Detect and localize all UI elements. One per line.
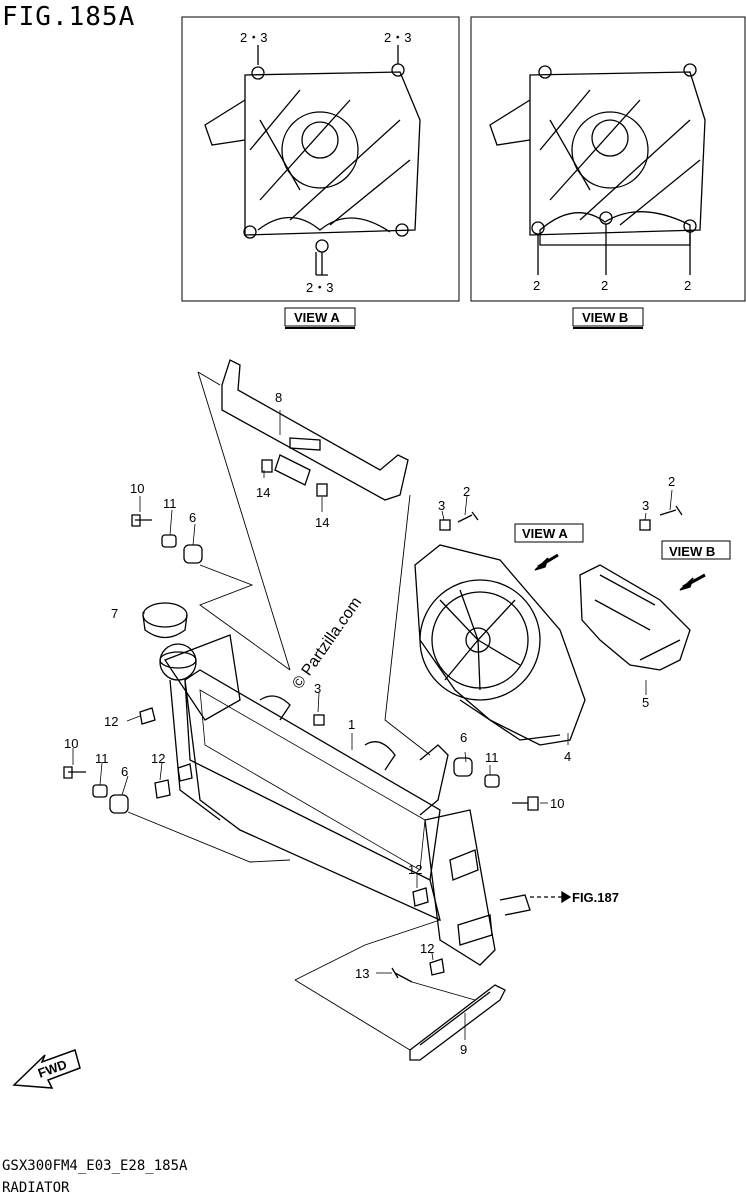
callout-4: 4 <box>564 749 571 764</box>
callout-12-b: 12 <box>151 751 165 766</box>
figure-code: GSX300FM4_E03_E28_185A <box>2 1158 188 1174</box>
part-callouts: 8 10 11 6 7 14 14 3 2 3 2 5 3 1 4 6 11 1… <box>64 390 675 1057</box>
callout-9: 9 <box>460 1042 467 1057</box>
svg-text:VIEW A: VIEW A <box>522 526 568 541</box>
callout-5: 5 <box>642 695 649 710</box>
callout-14-right: 14 <box>315 515 329 530</box>
callout-10-top: 10 <box>130 481 144 496</box>
view-b-callout-center: 2 <box>601 278 608 293</box>
callout-leaders <box>72 410 673 1040</box>
callout-10-right: 10 <box>550 796 564 811</box>
fan-assembly-part <box>414 544 586 746</box>
callout-6-top: 6 <box>189 510 196 525</box>
callout-14-left: 14 <box>256 485 270 500</box>
callout-3-core: 3 <box>314 681 321 696</box>
callout-6-right: 6 <box>460 730 467 745</box>
view-a-callout-top-right: 2・3 <box>384 30 411 45</box>
callout-11-top: 11 <box>163 496 177 511</box>
figure-title: FIG.185A <box>2 2 136 32</box>
svg-text:VIEW B: VIEW B <box>669 544 715 559</box>
callout-12-a: 12 <box>104 714 118 729</box>
callout-11-right: 11 <box>485 750 499 765</box>
svg-text:VIEW A: VIEW A <box>294 310 340 325</box>
callout-2-fan: 2 <box>463 484 470 499</box>
callout-7: 7 <box>111 606 118 621</box>
callout-1: 1 <box>348 717 355 732</box>
callout-3-fan: 3 <box>438 498 445 513</box>
view-b-caption: VIEW B <box>572 307 644 329</box>
svg-text:VIEW B: VIEW B <box>582 310 628 325</box>
view-b-panel: 2 2 2 <box>470 16 746 302</box>
view-a-tag: VIEW A <box>514 523 584 543</box>
fan-cover-part <box>579 564 691 671</box>
figure-name: RADIATOR <box>2 1180 70 1196</box>
view-b-tag: VIEW B <box>661 540 731 560</box>
fasteners <box>63 459 683 983</box>
callout-2-cover: 2 <box>668 474 675 489</box>
radiator-core-part <box>159 634 531 966</box>
fig-187-reference: FIG.187 <box>530 890 619 905</box>
radiator-cap-part <box>142 602 188 639</box>
view-a-caption: VIEW A <box>284 307 356 329</box>
callout-10-left: 10 <box>64 736 78 751</box>
callout-13: 13 <box>355 966 369 981</box>
arrow-icon <box>534 553 706 591</box>
callout-8: 8 <box>275 390 282 405</box>
assembly-guide-lines <box>127 371 476 1051</box>
callout-6-left: 6 <box>121 764 128 779</box>
callout-12-c: 12 <box>408 862 422 877</box>
lower-bracket-part <box>409 984 506 1061</box>
callout-3-cover: 3 <box>642 498 649 513</box>
view-a-callout-bottom: 2・3 <box>306 280 333 295</box>
view-b-callout-right: 2 <box>684 278 691 293</box>
upper-bracket-part <box>221 359 409 501</box>
view-a-callout-top-left: 2・3 <box>240 30 267 45</box>
svg-text:FIG.187: FIG.187 <box>572 890 619 905</box>
watermark: © Partzilla.com <box>289 594 365 692</box>
view-b-callout-left: 2 <box>533 278 540 293</box>
view-a-panel: 2・3 2・3 2・3 <box>181 16 460 302</box>
callout-12-d: 12 <box>420 941 434 956</box>
callout-11-left: 11 <box>95 751 109 766</box>
fwd-arrow-icon: FWD <box>12 1049 81 1089</box>
